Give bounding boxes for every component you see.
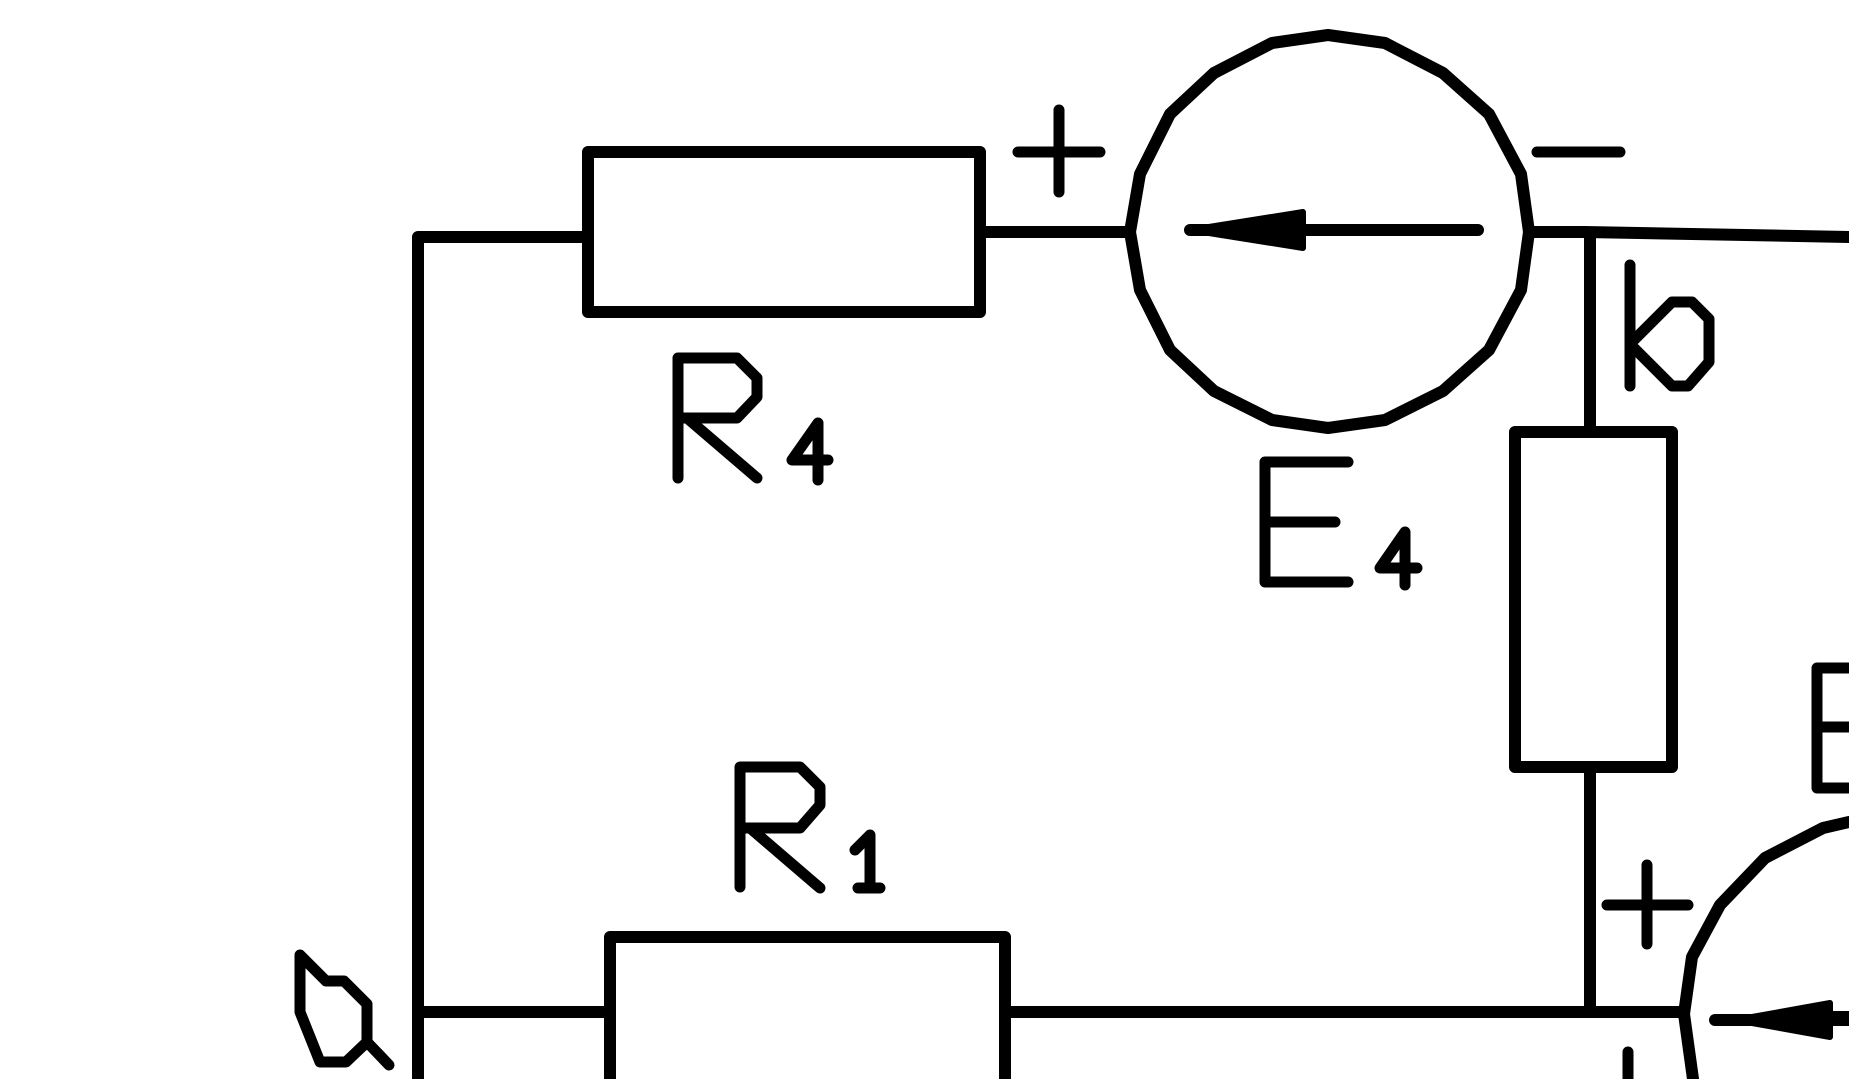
r4-body: [582, 146, 986, 318]
r1-label: [734, 761, 886, 894]
right-resistor-body: [1509, 426, 1678, 773]
source-right: [1601, 662, 1849, 1079]
r4-label: [672, 352, 834, 486]
r1-body: [604, 931, 1011, 1079]
e4-circle: [1124, 29, 1535, 434]
e4-label: [1259, 456, 1423, 591]
right-source-arrow-head: [1732, 1000, 1833, 1040]
right-source-plus-sign: [1601, 859, 1694, 950]
e4-plus-sign: [1012, 104, 1106, 198]
right-source-circle: [1678, 816, 1849, 1079]
e4-arrow-head: [1187, 209, 1306, 251]
resistor-right-vertical: [1509, 426, 1678, 773]
source-e4: [1012, 29, 1626, 591]
resistor-r1: [604, 761, 1011, 1079]
node-a-label: [294, 949, 395, 1071]
right-source-label: [1811, 662, 1849, 794]
node-b-label: [1624, 259, 1715, 392]
wire-left-vertical: [412, 231, 591, 1079]
wires: [412, 226, 1849, 1079]
resistor-r4: [582, 146, 986, 486]
wire-e4-to-right: [1524, 226, 1849, 243]
